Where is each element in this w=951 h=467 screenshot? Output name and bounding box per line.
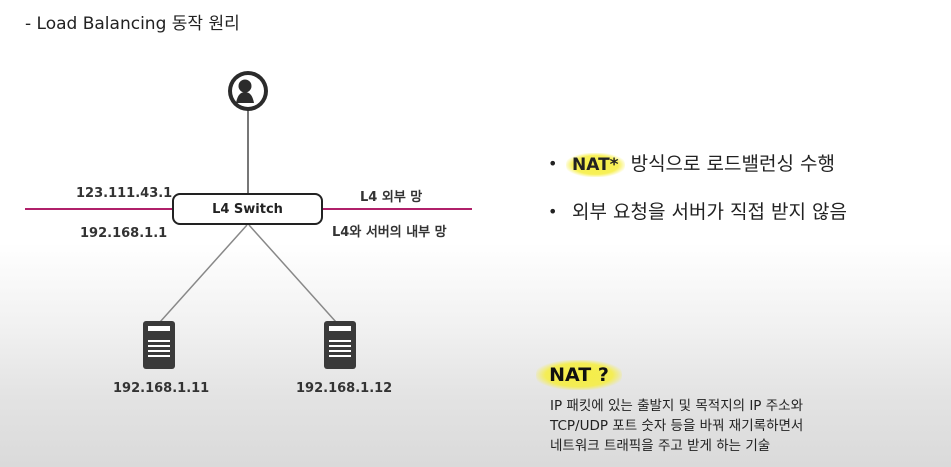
bullet-list: • NAT* 방식으로 로드밸런싱 수행 • 외부 요청을 서버가 직접 받지 …: [548, 150, 847, 246]
bullet-item: • NAT* 방식으로 로드밸런싱 수행: [548, 150, 847, 198]
server-icon: [143, 321, 175, 369]
server1-ip-label: 192.168.1.11: [113, 381, 210, 396]
server2-ip-label: 192.168.1.12: [296, 381, 393, 396]
external-ip-label: 123.111.43.1: [76, 186, 173, 201]
internal-network-label: L4와 서버의 내부 망: [332, 225, 447, 240]
bullet-text: 방식으로 로드밸런싱 수행: [624, 153, 835, 175]
nat-note-line: IP 패킷에 있는 출발지 및 목적지의 IP 주소와: [550, 398, 804, 414]
bullet-dot: •: [548, 202, 558, 221]
nat-note-body: IP 패킷에 있는 출발지 및 목적지의 IP 주소와 TCP/UDP 포트 숫…: [550, 396, 803, 456]
user-icon: [228, 71, 268, 111]
nat-highlight: NAT*: [566, 153, 625, 177]
internal-ip-label: 192.168.1.1: [80, 226, 168, 241]
external-network-label: L4 외부 망: [360, 190, 423, 205]
bullet-dot: •: [548, 154, 558, 173]
server1-link: [159, 224, 248, 323]
server2-link: [248, 224, 337, 323]
slide-title: - Load Balancing 동작 원리: [25, 14, 240, 34]
nat-note-line: TCP/UDP 포트 숫자 등을 바꿔 재기록하면서: [550, 418, 804, 434]
bullet-text: 외부 요청을 서버가 직접 받지 않음: [572, 201, 847, 223]
l4-switch-label: L4 Switch: [212, 201, 283, 217]
nat-note-title: NAT ?: [536, 360, 622, 390]
nat-note-line: 네트워크 트래픽을 주고 받게 하는 기술: [550, 438, 771, 454]
bullet-item: • 외부 요청을 서버가 직접 받지 않음: [548, 198, 847, 246]
server-icon: [324, 321, 356, 369]
l4-switch: L4 Switch: [172, 193, 323, 225]
